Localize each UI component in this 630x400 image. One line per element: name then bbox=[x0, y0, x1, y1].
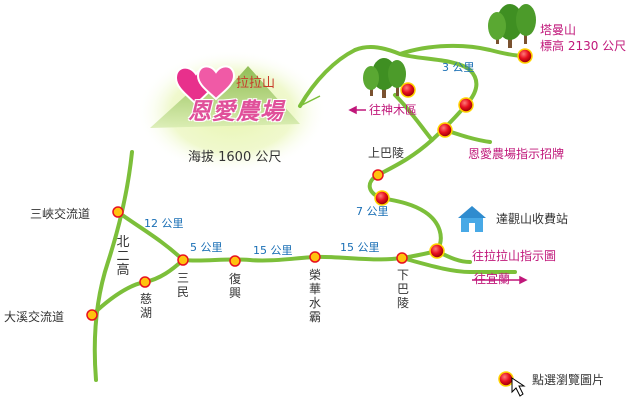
marker-fuxing bbox=[229, 255, 241, 267]
photo-marker-tamanshan bbox=[517, 48, 533, 64]
photo-markers[interactable] bbox=[374, 48, 533, 259]
toll-station-icon bbox=[458, 206, 486, 232]
label-farm-sign: 恩愛農場指示招牌 bbox=[468, 147, 565, 161]
photo-marker-farm-sign bbox=[437, 122, 453, 138]
tree-icon bbox=[488, 4, 536, 48]
mountain-name: 拉拉山 bbox=[236, 76, 276, 91]
label-sanxia: 三峽交流道 bbox=[30, 207, 91, 221]
arrow-icon bbox=[299, 95, 528, 285]
distance-5km: 5 公里 bbox=[190, 241, 223, 254]
label-ronghua: 榮華水霸 bbox=[308, 268, 321, 324]
label-tamanshan-height: 標高 2130 公尺 bbox=[540, 39, 627, 53]
photo-marker-road bbox=[458, 97, 474, 113]
marker-upper-baling bbox=[372, 169, 384, 181]
sanxia-connector bbox=[116, 210, 185, 262]
yilan-road bbox=[400, 256, 517, 274]
tamanshan-road bbox=[398, 43, 527, 58]
marker-ronghua bbox=[309, 251, 321, 263]
town-markers bbox=[86, 169, 408, 321]
legend-label[interactable]: 點選瀏覽圖片 bbox=[532, 373, 605, 387]
distance-7km: 7 公里 bbox=[356, 205, 389, 218]
marker-daxi bbox=[86, 309, 98, 321]
distance-3km: 3 公里 bbox=[442, 61, 475, 74]
farm-name: 恩愛農場 bbox=[188, 98, 284, 125]
distance-15km-a: 15 公里 bbox=[253, 244, 293, 257]
label-shenmu: 往神木區 bbox=[369, 103, 418, 117]
label-sanmin: 三民 bbox=[176, 271, 189, 299]
label-freeway: 北二高 bbox=[116, 235, 130, 278]
photo-marker-lalashan-sign bbox=[429, 243, 445, 259]
marker-sanmin bbox=[177, 254, 189, 266]
label-tamanshan: 塔曼山 bbox=[540, 23, 577, 37]
marker-sanxia bbox=[112, 206, 124, 218]
label-to-yilan: 往宜蘭 bbox=[474, 272, 511, 286]
label-cihu: 慈湖 bbox=[139, 292, 152, 320]
marker-cihu bbox=[139, 276, 151, 288]
distance-15km-b: 15 公里 bbox=[340, 241, 380, 254]
label-lower-baling: 下巴陵 bbox=[396, 268, 409, 310]
freeway-road bbox=[92, 150, 134, 382]
label-upper-baling: 上巴陵 bbox=[368, 146, 405, 160]
photo-marker-7km bbox=[374, 190, 390, 206]
label-lalashan-sign: 往拉拉山指示圖 bbox=[472, 249, 557, 263]
label-fuxing: 復興 bbox=[228, 272, 241, 300]
mountain-icon bbox=[150, 66, 300, 128]
label-toll-station: 達觀山收費站 bbox=[496, 212, 569, 226]
heart-icon bbox=[174, 65, 236, 106]
farm-altitude: 海拔 1600 公尺 bbox=[188, 150, 282, 165]
distance-12km: 12 公里 bbox=[144, 217, 184, 230]
tree-icon bbox=[363, 58, 406, 98]
legend-marker-icon bbox=[498, 371, 526, 397]
label-daxi: 大溪交流道 bbox=[4, 310, 65, 324]
photo-marker-shenmu bbox=[400, 82, 416, 98]
marker-lower-baling bbox=[396, 252, 408, 264]
shenmu-road bbox=[393, 93, 434, 142]
farm-link-road bbox=[298, 48, 357, 108]
